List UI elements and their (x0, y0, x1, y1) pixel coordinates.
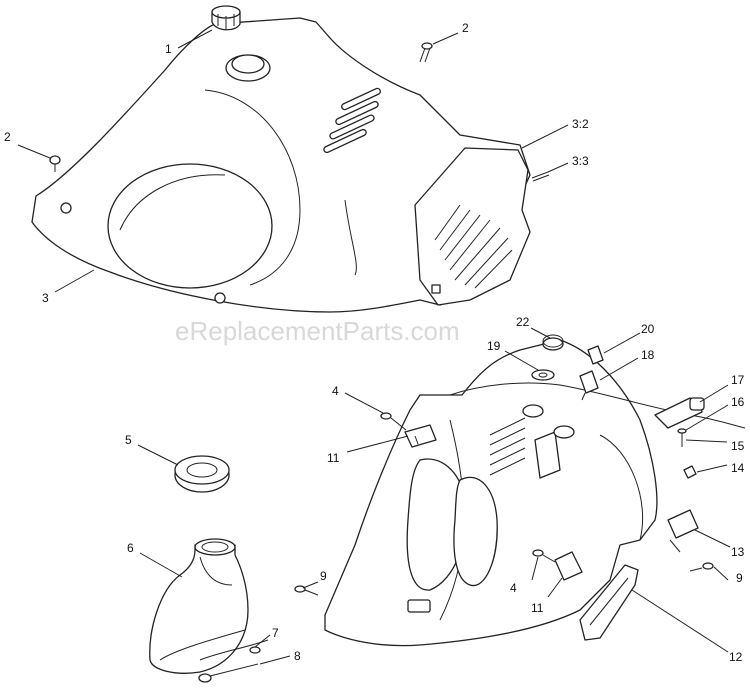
callout-19: 19 (487, 339, 501, 353)
clip-14 (683, 465, 697, 479)
callout-3: 3 (42, 291, 49, 305)
bracket-13 (667, 509, 699, 553)
shroud-air-opening (107, 163, 273, 289)
shroud-vent-slots (323, 87, 381, 154)
callout-17: 17 (731, 373, 745, 387)
recoil-cover (414, 147, 531, 306)
fuel-cap (211, 5, 241, 31)
screw-4-lower (532, 549, 556, 563)
screw-2-left (49, 155, 61, 172)
callout-22: 22 (516, 315, 530, 329)
fuel-line (449, 382, 746, 429)
callout-8: 8 (294, 649, 301, 663)
callouts: 1 2 2 3 3:2 3:3 4 4 5 6 7 8 9 9 11 11 12… (4, 21, 745, 664)
switch-11-lower (554, 551, 583, 581)
callout-14: 14 (731, 461, 745, 475)
callout-5: 5 (125, 433, 132, 447)
switch-11-upper (404, 424, 437, 448)
grommet-22 (542, 334, 564, 351)
callout-3-3: 3:3 (572, 154, 589, 168)
callout-9: 9 (320, 569, 327, 583)
primer-18 (579, 370, 599, 401)
callout-2: 2 (462, 21, 469, 35)
callout-20: 20 (641, 322, 655, 336)
screw-4-upper (380, 412, 407, 431)
fuel-tank-ring (174, 455, 230, 493)
screw-2-top (419, 42, 433, 63)
callout-4: 4 (332, 384, 339, 398)
watermark: eReplacementParts.com (175, 316, 460, 346)
callout-18: 18 (641, 348, 655, 362)
leader-lines (17, 29, 731, 665)
housing-vent-slots (489, 417, 526, 476)
screw-15 (677, 428, 687, 447)
callout-11: 11 (531, 601, 544, 615)
screw-9-right (689, 562, 714, 572)
cover-12 (579, 564, 639, 641)
fuel-tank (149, 538, 249, 674)
callout-15: 15 (731, 439, 745, 453)
callout-7: 7 (272, 626, 279, 640)
callout-16: 16 (731, 395, 745, 409)
fuel-fitting-8 (198, 663, 259, 683)
callout-11: 11 (327, 451, 340, 465)
callout-1: 1 (165, 42, 172, 56)
washer-19 (531, 369, 555, 381)
callout-12: 12 (729, 650, 743, 664)
recoil-cover-grille (434, 204, 513, 289)
primer-bulb-20 (587, 345, 604, 365)
callout-13: 13 (731, 545, 745, 559)
callout-4: 4 (510, 581, 517, 595)
engine-shroud (31, 17, 531, 313)
callout-9: 9 (736, 571, 743, 585)
screw-3-3 (531, 171, 550, 182)
screw-9-left (294, 585, 319, 596)
callout-3-2: 3:2 (572, 117, 589, 131)
callout-6: 6 (127, 541, 134, 555)
ignition-key-17 (654, 397, 705, 429)
callout-2: 2 (4, 130, 11, 144)
